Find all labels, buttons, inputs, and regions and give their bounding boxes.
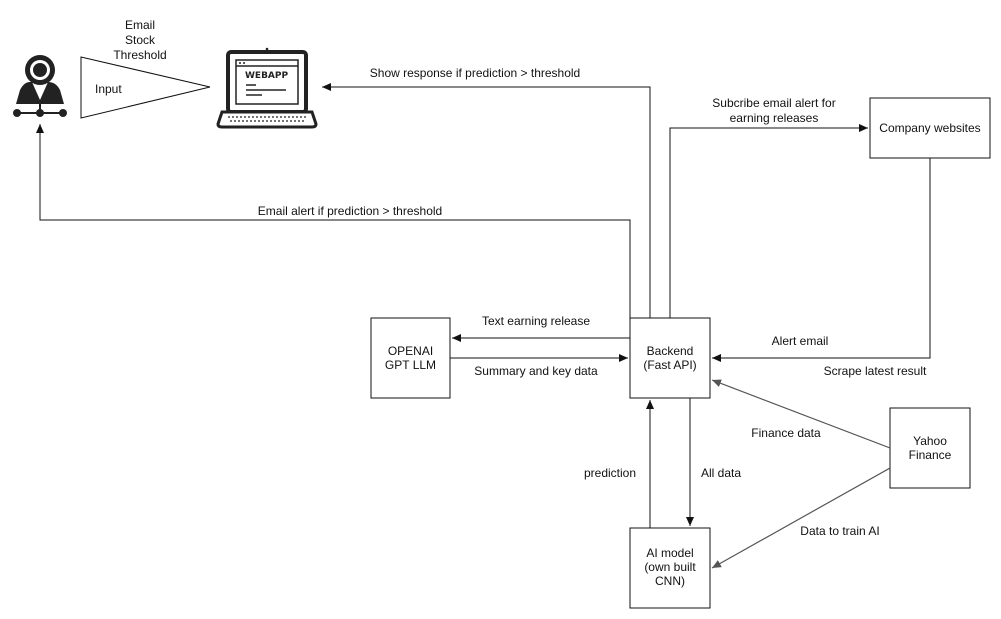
- edge-label-summary-key-data: Summary and key data: [474, 364, 598, 378]
- edge-show-response: [322, 83, 651, 318]
- edge-label-subscribe-line2: earning releases: [730, 111, 819, 125]
- edge-label-alert-email: Alert email: [772, 334, 829, 348]
- node-ai-model: AI model (own built CNN): [629, 527, 711, 609]
- edge-subscribe: [669, 124, 868, 318]
- input-label: Input: [95, 82, 122, 96]
- edge-data-to-train: [711, 467, 891, 569]
- yahoo-label-line2: Finance: [909, 448, 952, 462]
- backend-label-line1: Backend: [647, 344, 694, 358]
- node-company-websites: Company websites: [869, 97, 991, 159]
- node-openai: OPENAI GPT LLM: [370, 317, 451, 399]
- ai-model-label-line1: AI model: [646, 546, 693, 560]
- webapp-screen-label: WEBAPP: [245, 71, 288, 81]
- backend-label-line2: (Fast API): [643, 358, 696, 372]
- edge-label-show-response: Show response if prediction > threshold: [370, 66, 580, 80]
- edge-label-all-data: All data: [701, 466, 741, 480]
- edge-label-subscribe-line1: Subcribe email alert for: [712, 96, 835, 110]
- edge-label-email-alert: Email alert if prediction > threshold: [258, 204, 442, 218]
- input-field-stock: Stock: [125, 33, 156, 47]
- company-websites-label: Company websites: [879, 121, 980, 135]
- openai-label-line2: GPT LLM: [385, 358, 436, 372]
- node-backend: Backend (Fast API): [629, 317, 711, 399]
- edge-label-data-to-train: Data to train AI: [800, 524, 879, 538]
- edge-email-alert: [36, 124, 631, 318]
- openai-label-line1: OPENAI: [388, 344, 433, 358]
- laptop-icon: WEBAPP: [216, 47, 318, 129]
- edge-label-prediction: prediction: [584, 466, 636, 480]
- user-icon: [13, 55, 67, 117]
- ai-model-label-line3: CNN): [655, 574, 685, 588]
- ai-model-label-line2: (own built: [644, 560, 696, 574]
- input-triangle: Input: [80, 56, 211, 119]
- edge-alert-email: [712, 158, 931, 362]
- input-field-email: Email: [125, 18, 155, 32]
- input-fields-list: Email Stock Threshold: [113, 18, 166, 62]
- yahoo-label-line1: Yahoo: [913, 434, 947, 448]
- edge-finance-data: [711, 379, 891, 449]
- edge-label-text-earning-release: Text earning release: [482, 314, 590, 328]
- input-field-threshold: Threshold: [113, 48, 166, 62]
- edge-label-finance-data: Finance data: [751, 426, 821, 440]
- edge-label-scrape-latest: Scrape latest result: [824, 364, 927, 378]
- node-yahoo-finance: Yahoo Finance: [889, 407, 971, 489]
